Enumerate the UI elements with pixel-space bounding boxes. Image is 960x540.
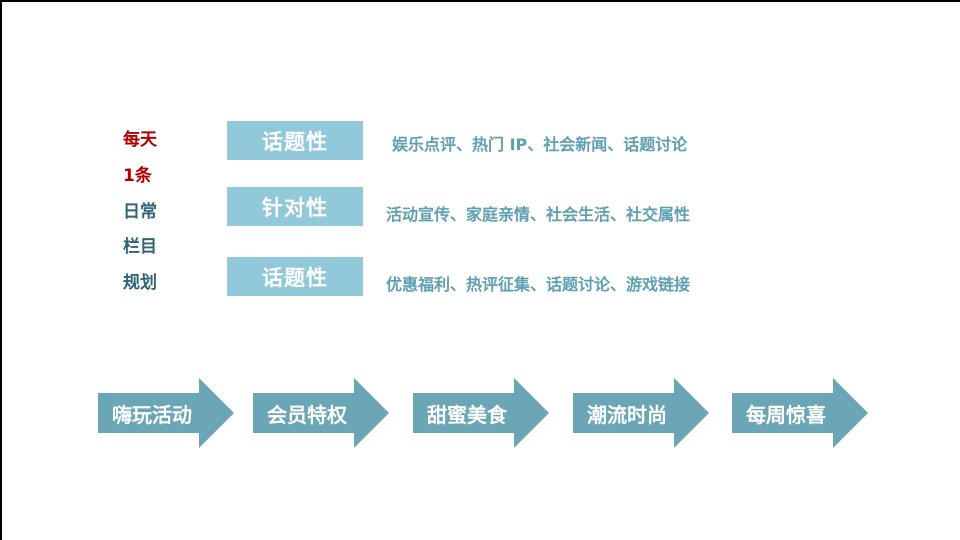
arrow-member-privileges: 会员特权 [253,378,389,448]
side-label-plan: 规划 [123,273,157,293]
arrow-label: 嗨玩活动 [112,402,192,427]
arrow-fun-activities: 嗨玩活动 [98,378,234,448]
arrow-right-icon [573,378,709,448]
arrow-label: 潮流时尚 [587,402,667,427]
side-label-one-item: 1条 [123,166,152,186]
side-label-daily: 日常 [123,202,157,222]
row-description-1: 娱乐点评、热门 IP、社会新闻、话题讨论 [392,135,688,154]
row-description-2: 活动宣传、家庭亲情、社会生活、社交属性 [386,205,691,224]
arrow-label: 每周惊喜 [746,402,826,427]
arrow-label: 会员特权 [267,402,347,427]
tag-topical-2: 话题性 [227,257,363,296]
arrow-right-icon [732,378,868,448]
arrow-weekly-surprise: 每周惊喜 [732,378,868,448]
tag-topical-1: 话题性 [227,121,363,160]
row-description-3: 优惠福利、热评征集、话题讨论、游戏链接 [386,275,691,294]
arrow-right-icon [413,378,549,448]
arrow-trend-fashion: 潮流时尚 [573,378,709,448]
side-label-every-day: 每天 [123,130,157,150]
side-label-column: 栏目 [123,237,157,257]
arrow-sweet-food: 甜蜜美食 [413,378,549,448]
arrow-label: 甜蜜美食 [427,402,507,427]
arrow-right-icon [98,378,234,448]
arrow-right-icon [253,378,389,448]
tag-targeted: 针对性 [227,187,363,226]
